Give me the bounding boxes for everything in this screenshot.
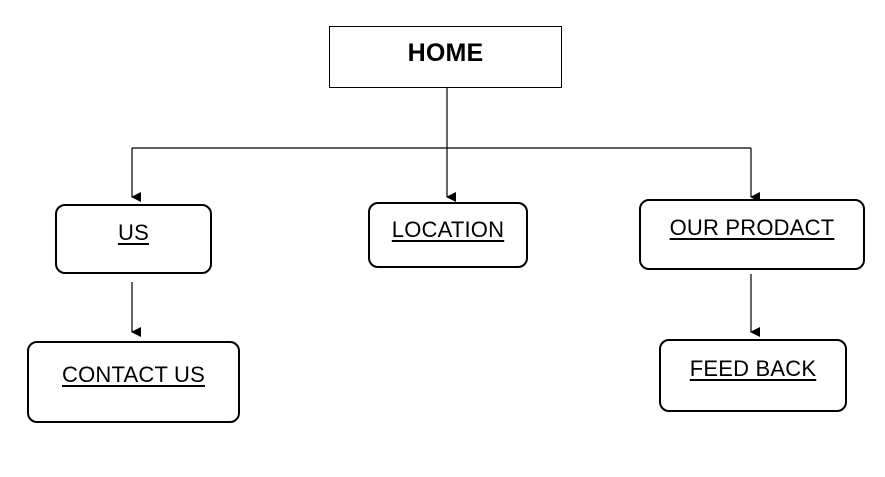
node-us-label: US [118,220,149,245]
node-home[interactable]: HOME [329,26,562,88]
node-our-prodact[interactable]: OUR PRODACT [639,199,865,270]
node-contact-us[interactable]: CONTACT US [27,341,240,423]
node-feed-back[interactable]: FEED BACK [659,339,847,412]
node-location[interactable]: LOCATION [368,202,528,268]
node-feed-back-label: FEED BACK [689,355,817,381]
node-location-label: LOCATION [391,217,505,242]
node-us[interactable]: US [55,204,212,274]
node-home-label: HOME [407,38,484,67]
node-contact-us-label: CONTACT US [62,362,205,387]
node-our-prodact-label: OUR PRODACT [669,214,835,240]
